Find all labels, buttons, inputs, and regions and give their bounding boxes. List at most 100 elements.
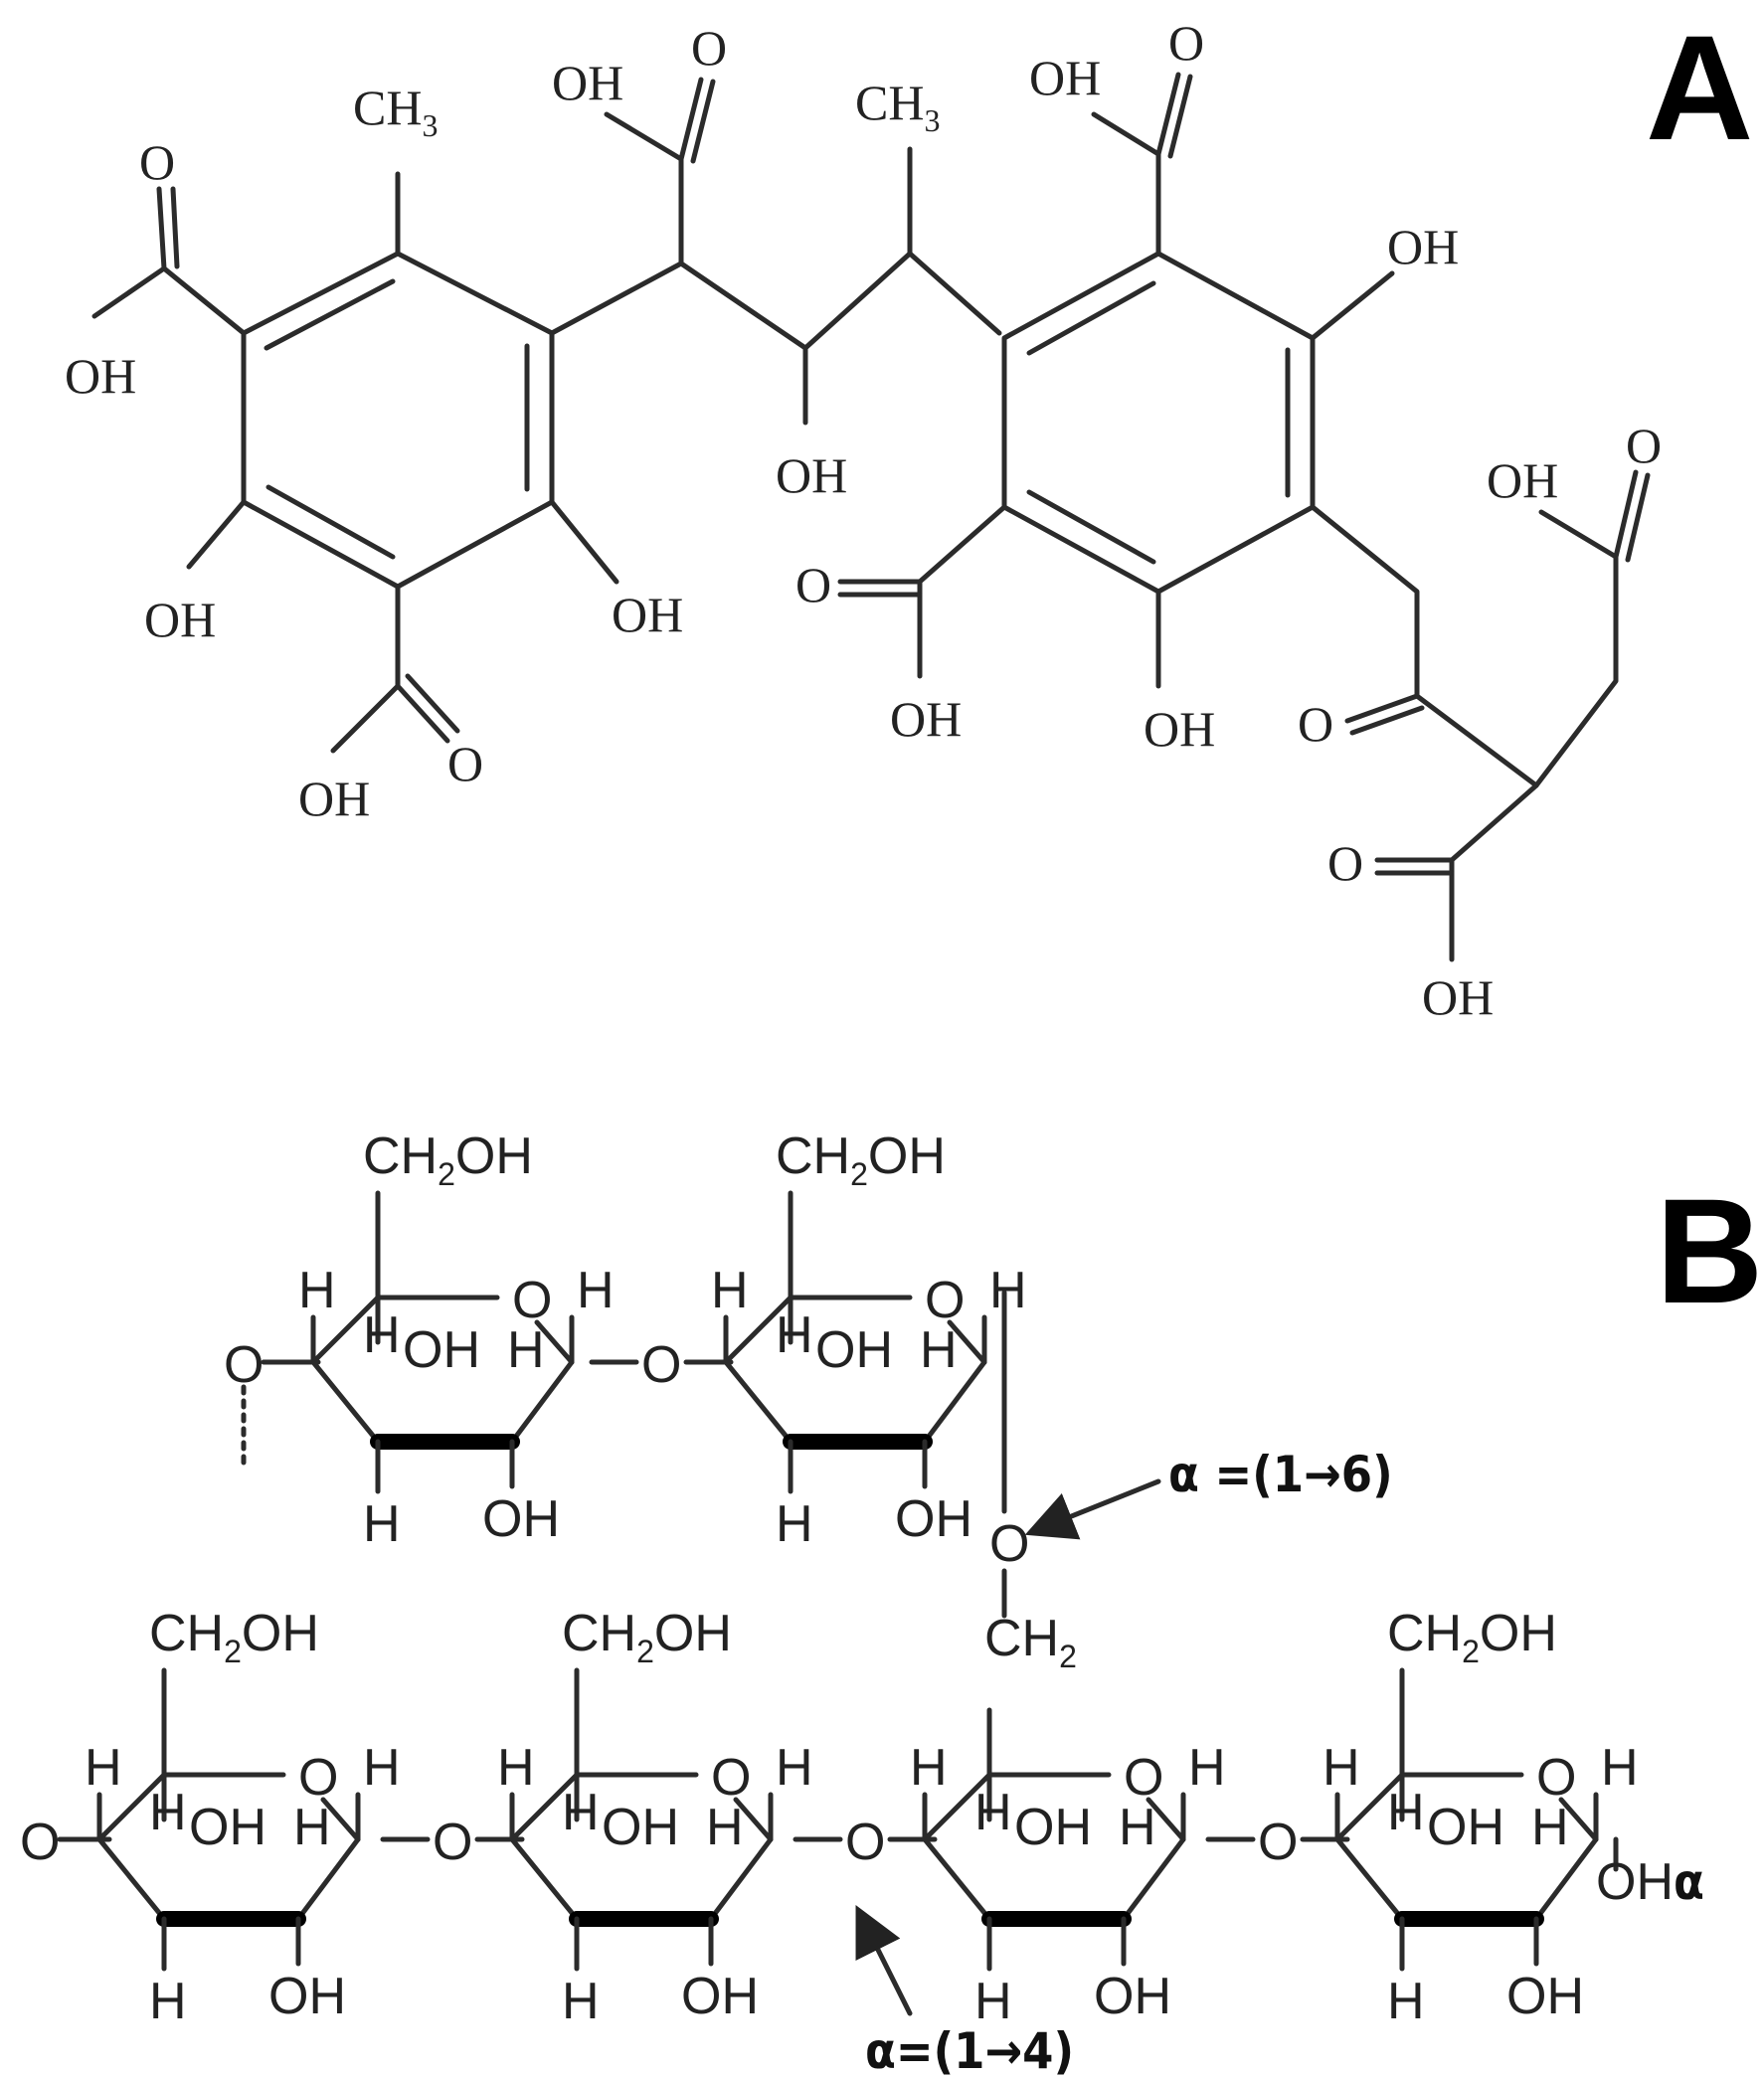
- h-c4-top: H: [85, 1739, 122, 1797]
- label-o-5: O: [795, 557, 831, 612]
- oh-c2: OH: [268, 1968, 346, 2025]
- ch2oh-label: CH2OH: [776, 1127, 946, 1192]
- h-c4-top: H: [711, 1262, 749, 1319]
- h-c4-bottom: H: [1387, 1973, 1425, 2030]
- oh-c2: OH: [1094, 1968, 1171, 2025]
- label-o-1: O: [139, 134, 175, 190]
- h-c1-top: H: [577, 1262, 615, 1319]
- link-o-bottom-2: O: [845, 1814, 885, 1871]
- left-benzene-ring: [241, 251, 555, 590]
- label-oh-10: OH: [1144, 701, 1215, 757]
- h-c4-bottom: H: [974, 1973, 1012, 2030]
- h-c1-top: H: [1601, 1739, 1639, 1797]
- h-c2: H: [920, 1321, 958, 1379]
- link-o-top-mid: O: [641, 1336, 681, 1394]
- ch2oh-label: CH2OH: [1387, 1605, 1557, 1669]
- oh-c3: OH: [815, 1321, 893, 1379]
- oh-c3: OH: [189, 1799, 266, 1856]
- ch2oh-label: CH2OH: [363, 1127, 533, 1192]
- h-c2: H: [1119, 1799, 1156, 1856]
- label-oh-3: OH: [612, 587, 683, 642]
- h-c5: H: [149, 1784, 187, 1841]
- link-o-bottom-1: O: [433, 1814, 472, 1871]
- label-oh-6: OH: [776, 447, 847, 503]
- link-o-bottom-0: O: [20, 1814, 60, 1871]
- right-benzene-ring: [1001, 251, 1316, 595]
- oh-c2: OH: [1506, 1968, 1584, 2025]
- link-o-top-left: O: [224, 1336, 264, 1394]
- label-oh-2: OH: [144, 592, 216, 647]
- oh-c2: OH: [482, 1490, 560, 1548]
- h-c4-top: H: [497, 1739, 535, 1797]
- label-o-4: O: [1168, 15, 1204, 71]
- label-o-3: O: [691, 20, 727, 76]
- label-oh-9: OH: [890, 691, 962, 747]
- label-oh-1: OH: [65, 348, 136, 404]
- h-c4-bottom: H: [363, 1495, 401, 1553]
- h-c4-top: H: [298, 1262, 336, 1319]
- ring-oxygen: O: [298, 1749, 338, 1807]
- oh-c3: OH: [1427, 1799, 1504, 1856]
- panel-label-a: A: [1646, 4, 1753, 171]
- label-o-6: O: [1626, 418, 1662, 473]
- ch2oh-label: CH2OH: [562, 1605, 732, 1669]
- h-c1-top: H: [776, 1739, 813, 1797]
- label-ch3-1: CH3: [353, 80, 438, 143]
- h-c1-top: H: [989, 1262, 1027, 1319]
- h-c2: H: [1531, 1799, 1569, 1856]
- oh-c2: OH: [895, 1490, 972, 1548]
- oh-c2: OH: [681, 1968, 759, 2025]
- panel-a-structure: CH3 CH3 O OH OH OH OH O OH O OH OH O OH …: [65, 4, 1753, 1025]
- h-c2: H: [706, 1799, 744, 1856]
- h-c4-bottom: H: [776, 1495, 813, 1553]
- ch2oh-label: CH2OH: [149, 1605, 319, 1669]
- oh-c3: OH: [602, 1799, 679, 1856]
- label-oh-12: OH: [1422, 969, 1494, 1025]
- label-ch3-2: CH3: [855, 75, 940, 138]
- label-o-2: O: [447, 736, 483, 791]
- arrow-14: [855, 1905, 913, 2016]
- ring-oxygen: O: [925, 1272, 965, 1329]
- label-o-7: O: [1298, 696, 1333, 752]
- h-c5: H: [974, 1784, 1012, 1841]
- h-c5: H: [363, 1306, 401, 1364]
- h-c5: H: [1387, 1784, 1425, 1841]
- h-c5: H: [776, 1306, 813, 1364]
- h-c2: H: [507, 1321, 545, 1379]
- link-o-bottom-3: O: [1258, 1814, 1298, 1871]
- h-c2: H: [293, 1799, 331, 1856]
- ring-oxygen: O: [1536, 1749, 1576, 1807]
- linkage-label-16: α =(1→6): [1168, 1446, 1393, 1503]
- h-c4-bottom: H: [149, 1973, 187, 2030]
- label-ch2-branch: CH2: [984, 1610, 1077, 1674]
- label-o-8: O: [1327, 835, 1363, 891]
- label-oh-8: OH: [1387, 219, 1459, 274]
- h-c1-top: H: [1188, 1739, 1226, 1797]
- panel-label-b: B: [1656, 1167, 1763, 1334]
- ring-oxygen: O: [711, 1749, 751, 1807]
- oh-c3: OH: [1014, 1799, 1092, 1856]
- ring-oxygen: O: [1124, 1749, 1163, 1807]
- arrow-16: [1024, 1478, 1161, 1540]
- ring-oxygen: O: [512, 1272, 552, 1329]
- label-oh-5: OH: [552, 55, 623, 110]
- link-o-16: O: [989, 1515, 1029, 1573]
- label-oh-alpha: OHα: [1596, 1853, 1704, 1911]
- h-c1-top: H: [363, 1739, 401, 1797]
- label-oh-11: OH: [1487, 452, 1558, 508]
- h-c4-bottom: H: [562, 1973, 600, 2030]
- oh-c3: OH: [403, 1321, 480, 1379]
- label-oh-7: OH: [1029, 50, 1101, 105]
- h-c4-top: H: [910, 1739, 948, 1797]
- label-oh-4: OH: [298, 771, 370, 826]
- h-c4-top: H: [1323, 1739, 1360, 1797]
